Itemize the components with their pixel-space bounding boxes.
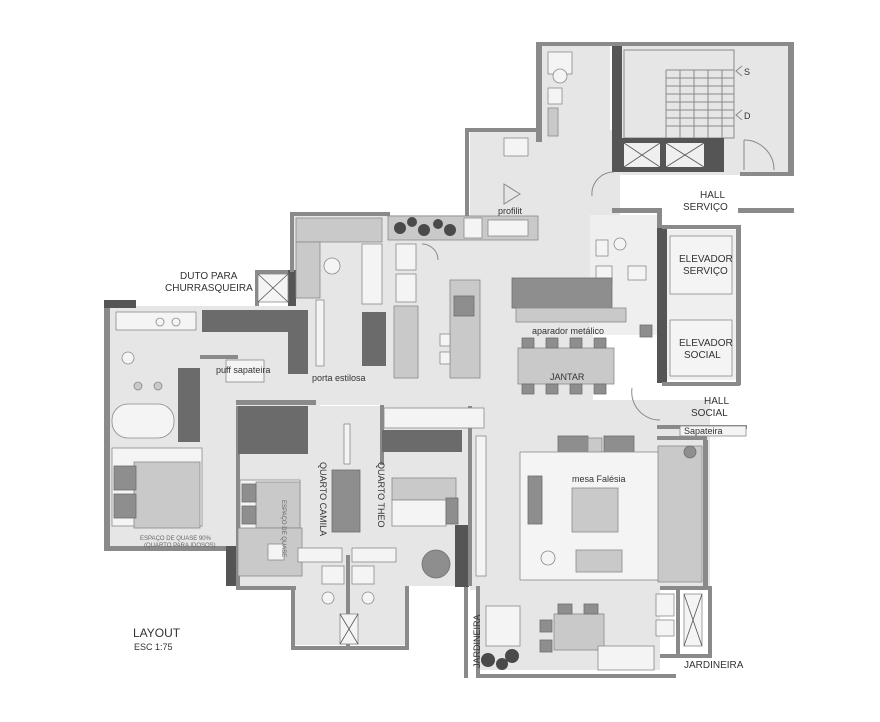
- walls: [104, 42, 794, 678]
- hall-servico-label-2: SERVIÇO: [683, 202, 728, 213]
- quarto-theo-label: QUARTO THEO: [376, 462, 386, 528]
- duto-label-1: DUTO PARA: [180, 271, 238, 282]
- hall-social-label-2: SOCIAL: [691, 408, 728, 419]
- plan-title: LAYOUT: [133, 626, 181, 640]
- stairs: S D: [618, 49, 775, 172]
- porta-estilosa-label: porta estilosa: [312, 373, 366, 383]
- svg-text:ESPAÇO DE QUASE 90%: ESPAÇO DE QUASE 90%: [140, 536, 212, 542]
- stair-up-label: S: [744, 67, 750, 77]
- hall-servico-label-1: HALL: [700, 190, 725, 201]
- office-area: [295, 217, 386, 367]
- hall-social-label-1: HALL: [704, 396, 729, 407]
- stair-down-label: D: [744, 111, 751, 121]
- svg-text:ESPAÇO DE QUASE: ESPAÇO DE QUASE: [280, 500, 286, 557]
- jardineira-vertical-label: JARDINEIRA: [472, 614, 482, 668]
- elevador-social-label-2: SOCIAL: [684, 350, 721, 361]
- duto: DUTO PARA CHURRASQUEIRA: [165, 271, 289, 303]
- master-suite: puff sapateira porta estilosa ESPAÇO DE …: [111, 310, 366, 549]
- service-bathroom: [503, 51, 615, 205]
- entry-door-swing: [631, 387, 661, 421]
- sapateira-label: Sapateira: [684, 426, 723, 436]
- kids-rooms: ESPAÇO DE QUASE QUARTO CAMILA QUARTO THE…: [237, 406, 487, 645]
- dining: aparador metálico JANTAR: [517, 326, 615, 395]
- aparador-metalico-label: aparador metálico: [532, 326, 604, 336]
- profilit-label: profilit: [498, 206, 523, 216]
- mesa-falesia-label: mesa Falésia: [572, 474, 626, 484]
- elevador-social-label-1: ELEVADOR: [679, 338, 733, 349]
- jantar-label: JANTAR: [550, 372, 585, 382]
- puff-sapateira-label: puff sapateira: [216, 365, 270, 375]
- duto-label-2: CHURRASQUEIRA: [165, 283, 253, 294]
- kitchen: profilit: [387, 206, 627, 379]
- quarto-camila-label: QUARTO CAMILA: [318, 462, 328, 536]
- svg-text:(QUARTO PARA IDOSOS): (QUARTO PARA IDOSOS): [144, 543, 216, 549]
- living: mesa Falésia: [519, 435, 703, 583]
- balcony: JARDINEIRA JARDINEIRA: [472, 593, 744, 671]
- jardineira-horizontal-label: JARDINEIRA: [684, 660, 744, 671]
- elevador-servico-label-1: ELEVADOR: [679, 254, 733, 265]
- sapateira-cabinet: [679, 425, 747, 437]
- elevators: ELEVADOR SERVIÇO ELEVADOR SOCIAL: [669, 235, 733, 377]
- plan-scale: ESC 1:75: [134, 642, 173, 652]
- elevador-servico-label-2: SERVIÇO: [683, 266, 728, 277]
